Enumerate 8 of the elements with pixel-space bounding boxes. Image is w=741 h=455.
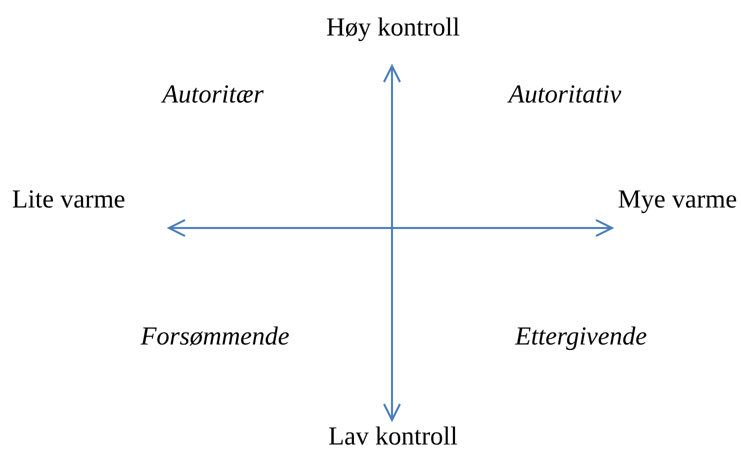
quadrant-label: Autoritativ — [508, 80, 622, 110]
axis-label: Høy kontroll — [326, 14, 460, 42]
quadrant-label: Forsømmende — [140, 322, 290, 352]
axis-label: Lite varme — [12, 186, 126, 214]
axis-label: Lav kontroll — [328, 422, 458, 452]
axis-label: Mye varme — [618, 186, 737, 214]
quadrant-label: Ettergivende — [515, 322, 647, 352]
quadrant-label: Autoritær — [162, 80, 264, 110]
